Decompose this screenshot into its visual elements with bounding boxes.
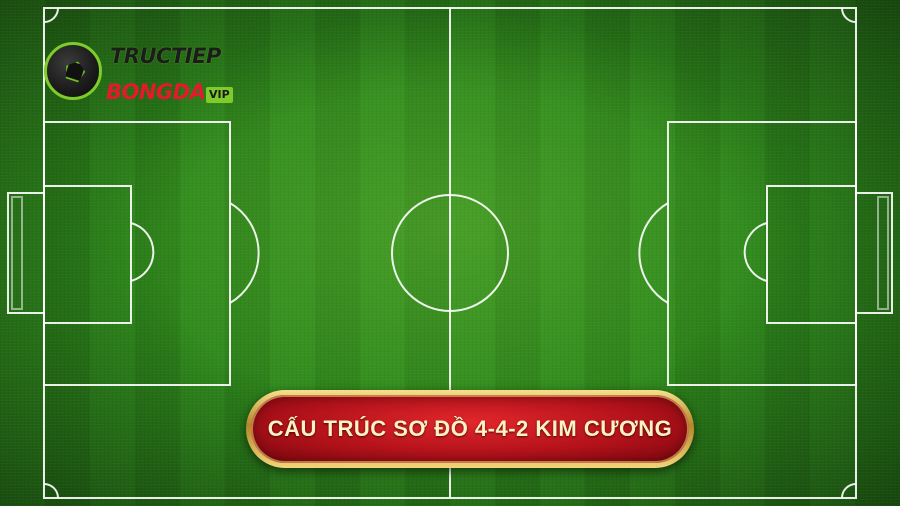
right-goal-net [877, 196, 889, 310]
left-penalty-arc [229, 202, 260, 304]
left-goal [7, 192, 45, 314]
soccer-ball-icon [44, 42, 102, 100]
logo-vip-badge: VIP [206, 87, 233, 103]
logo-text-line2: BONGDA [106, 80, 206, 104]
left-bottom-corner-arc [43, 483, 59, 499]
right-goal [855, 192, 893, 314]
right-penalty-area [667, 121, 857, 386]
left-goal-arc [130, 222, 155, 282]
title-banner: CẤU TRÚC SƠ ĐỒ 4-4-2 KIM CƯƠNG [246, 390, 694, 468]
center-circle [391, 194, 509, 312]
site-logo: TRUCTIEP BONGDA VIP [40, 36, 240, 120]
left-top-corner-arc [43, 7, 59, 23]
left-penalty-area [43, 121, 231, 386]
right-goal-area [766, 185, 857, 324]
right-goal-arc [743, 222, 768, 282]
right-bottom-corner-arc [841, 483, 857, 499]
title-banner-inner: CẤU TRÚC SƠ ĐỒ 4-4-2 KIM CƯƠNG [251, 395, 689, 463]
logo-text-line1: TRUCTIEP [110, 44, 221, 68]
right-top-corner-arc [841, 7, 857, 23]
right-penalty-arc [638, 202, 669, 304]
left-goal-net [11, 196, 23, 310]
banner-title: CẤU TRÚC SƠ ĐỒ 4-4-2 KIM CƯƠNG [267, 416, 673, 441]
left-goal-area [43, 185, 132, 324]
